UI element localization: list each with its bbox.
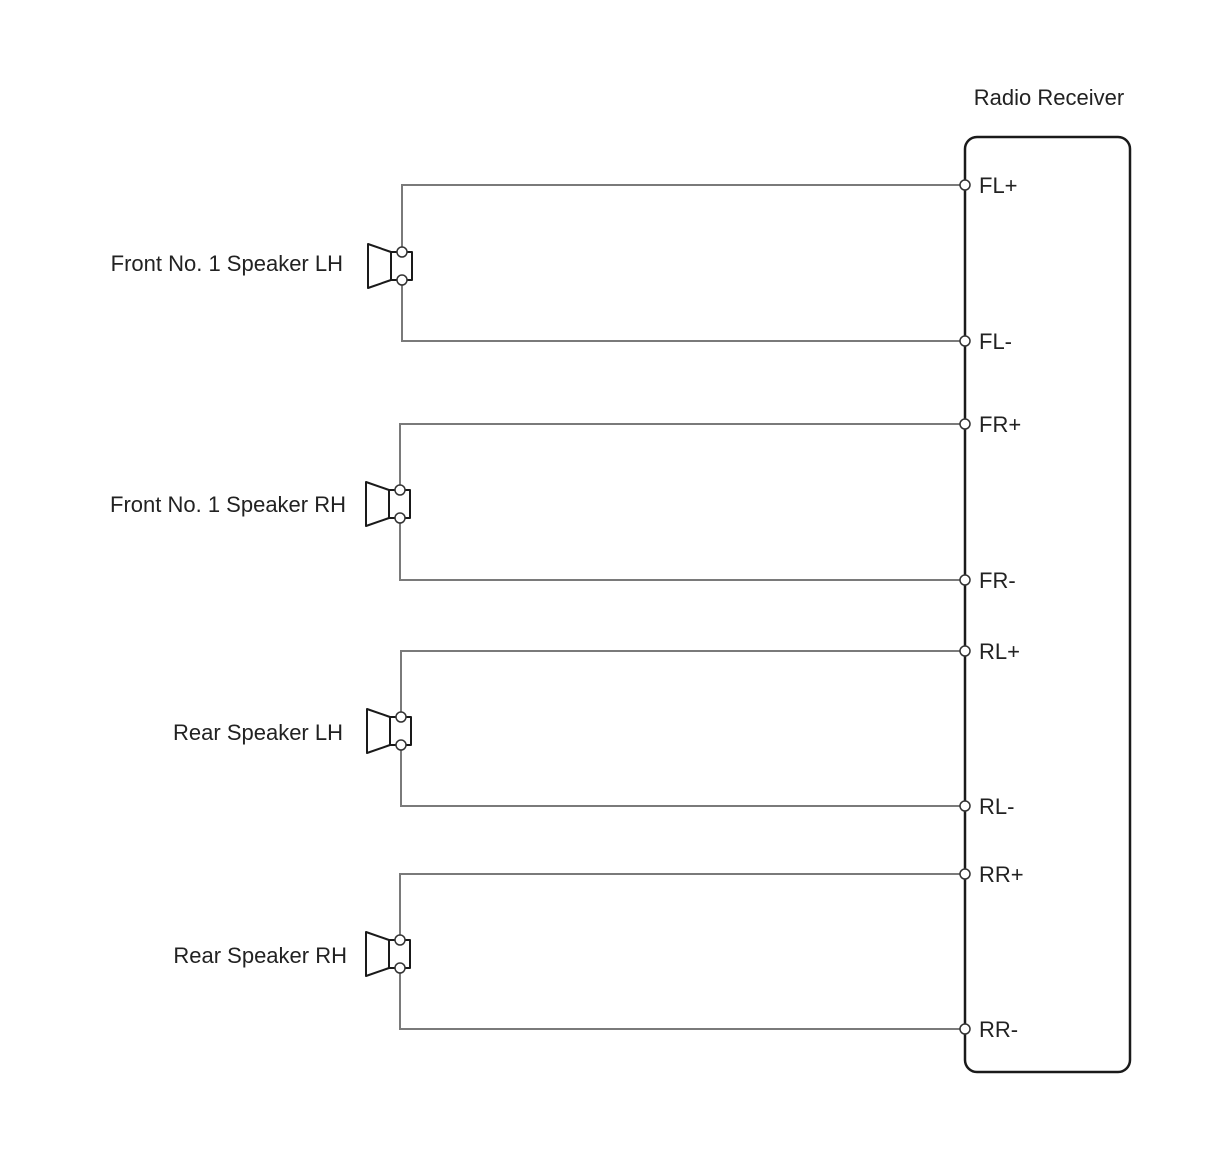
pin-label-rr-plus: RR+ <box>979 862 1024 887</box>
speaker-label: Front No. 1 Speaker LH <box>111 251 343 276</box>
pin-terminal <box>959 800 971 812</box>
speaker-icon <box>367 243 413 289</box>
speaker-icon <box>365 481 411 527</box>
pin-terminal <box>959 645 971 657</box>
wire-fl-plus <box>401 184 965 252</box>
pin-label-fr-minus: FR- <box>979 568 1016 593</box>
speaker-label: Rear Speaker RH <box>173 943 347 968</box>
pin-terminal <box>959 574 971 586</box>
pin-label-rl-minus: RL- <box>979 794 1014 819</box>
pin-terminal <box>959 418 971 430</box>
speaker-circuit-front-rh: Front No. 1 Speaker RH FR+ FR- <box>110 412 1021 593</box>
pin-label-rr-minus: RR- <box>979 1017 1018 1042</box>
wire-fl-minus <box>401 280 965 342</box>
pin-label-fl-plus: FL+ <box>979 173 1018 198</box>
wire-rl-plus <box>400 650 965 717</box>
speaker-circuit-rear-lh: Rear Speaker LH RL+ RL- <box>173 639 1020 819</box>
speaker-icon <box>365 931 411 977</box>
radio-receiver-title: Radio Receiver <box>974 85 1124 110</box>
radio-receiver-box <box>963 135 1132 1074</box>
pin-terminal <box>959 1023 971 1035</box>
speaker-circuit-front-lh: Front No. 1 Speaker LH FL+ FL- <box>111 173 1018 354</box>
wire-fr-minus <box>399 518 965 581</box>
speaker-circuit-rear-rh: Rear Speaker RH RR+ RR- <box>173 862 1023 1042</box>
pin-terminal <box>959 335 971 347</box>
wire-rr-minus <box>399 968 965 1030</box>
speaker-icon <box>366 708 412 754</box>
pin-label-rl-plus: RL+ <box>979 639 1020 664</box>
pin-terminal <box>959 868 971 880</box>
wire-fr-plus <box>399 423 965 490</box>
speaker-label: Rear Speaker LH <box>173 720 343 745</box>
pin-label-fr-plus: FR+ <box>979 412 1021 437</box>
pin-terminal <box>959 179 971 191</box>
wire-rl-minus <box>400 745 965 807</box>
pin-label-fl-minus: FL- <box>979 329 1012 354</box>
wire-rr-plus <box>399 873 965 940</box>
speaker-label: Front No. 1 Speaker RH <box>110 492 346 517</box>
